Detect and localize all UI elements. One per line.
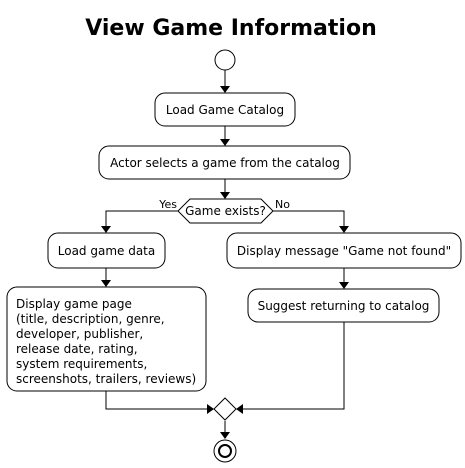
start-node: [214, 49, 236, 71]
not-found-label: Display message "Game not found": [237, 244, 451, 258]
end-node-inner: [218, 444, 232, 458]
display-page-line: screenshots, trailers, reviews): [16, 372, 196, 386]
select-game-node: [98, 145, 351, 180]
select-game-label: Actor selects a game from the catalog: [110, 156, 340, 170]
load-catalog-label: Load Game Catalog: [166, 103, 284, 117]
display-page-line: developer, publisher,: [16, 327, 143, 341]
load-catalog-node: [154, 92, 296, 127]
display-page-line: system requirements,: [16, 357, 147, 371]
display-page-line: release date, rating,: [16, 342, 138, 356]
decision-label: Game exists?: [185, 204, 266, 218]
display-page-line: Display game page: [16, 297, 132, 311]
suggest-label: Suggest returning to catalog: [258, 299, 430, 313]
yes-branch-label: Yes: [158, 198, 177, 211]
not-found-node: [226, 232, 462, 269]
game-exists-decision: [177, 198, 274, 224]
no-branch-label: No: [275, 198, 290, 211]
edges: [101, 70, 349, 439]
merge-node: [213, 397, 237, 421]
diagram-title: View Game Information: [85, 16, 376, 41]
suggest-node: [247, 288, 440, 323]
display-page-line: (title, description, genre,: [16, 312, 165, 326]
load-data-label: Load game data: [58, 244, 156, 258]
display-page-node: [6, 286, 207, 392]
load-data-node: [47, 232, 166, 269]
